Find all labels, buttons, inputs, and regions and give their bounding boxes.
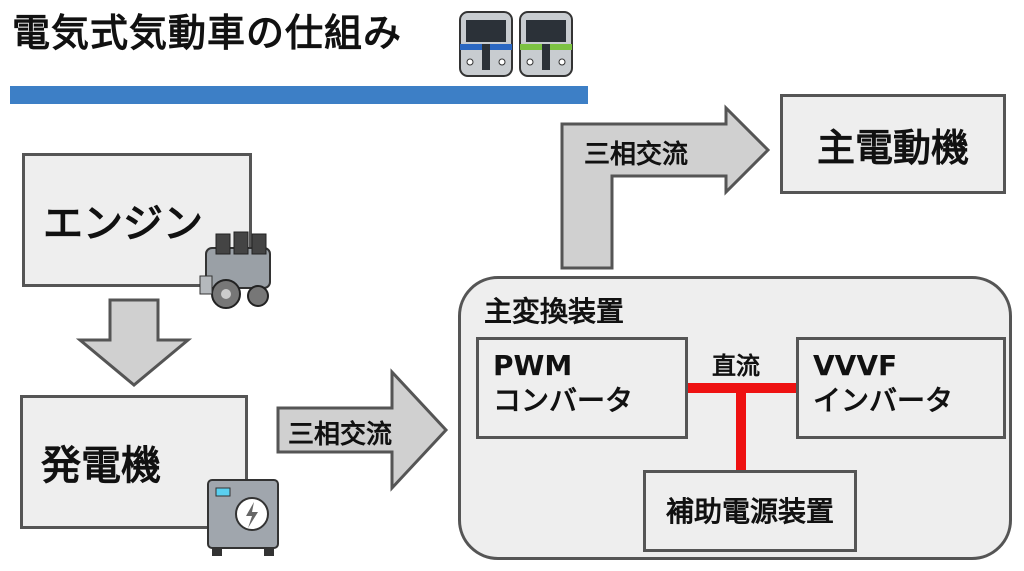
dc-label: 直流 <box>712 352 760 380</box>
generator-label: 発電機 <box>41 443 161 489</box>
down-arrow <box>75 298 193 387</box>
pwm-converter-box: PWM コンバータ <box>476 337 688 439</box>
auxiliary-power-box: 補助電源装置 <box>643 470 857 552</box>
pwm-line1: PWM <box>493 349 573 382</box>
main-converter-label: 主変換装置 <box>484 295 625 328</box>
train-icon-left <box>459 11 513 77</box>
traction-motor-box: 主電動機 <box>780 94 1006 194</box>
generator-icon <box>207 479 279 556</box>
train-icon <box>459 11 573 77</box>
train-icon-right <box>519 11 573 77</box>
engine-label: エンジン <box>43 201 203 247</box>
auxiliary-power-label: 補助電源装置 <box>665 494 834 528</box>
pwm-line2: コンバータ <box>493 384 634 417</box>
traction-motor-label: 主電動機 <box>816 125 969 170</box>
page-title: 電気式気動車の仕組み <box>12 11 403 55</box>
vvvf-line1: VVVF <box>813 349 898 382</box>
title-underline <box>10 86 588 104</box>
vvvf-inverter-box: VVVF インバータ <box>796 337 1006 439</box>
arrow-label-gen: 三相交流 <box>288 420 393 450</box>
right-arrow-gen <box>276 368 449 492</box>
vvvf-line2: インバータ <box>813 384 954 417</box>
engine-icon <box>199 231 271 309</box>
arrow-label-motor: 三相交流 <box>584 140 689 170</box>
l-arrow-motor <box>560 104 771 270</box>
